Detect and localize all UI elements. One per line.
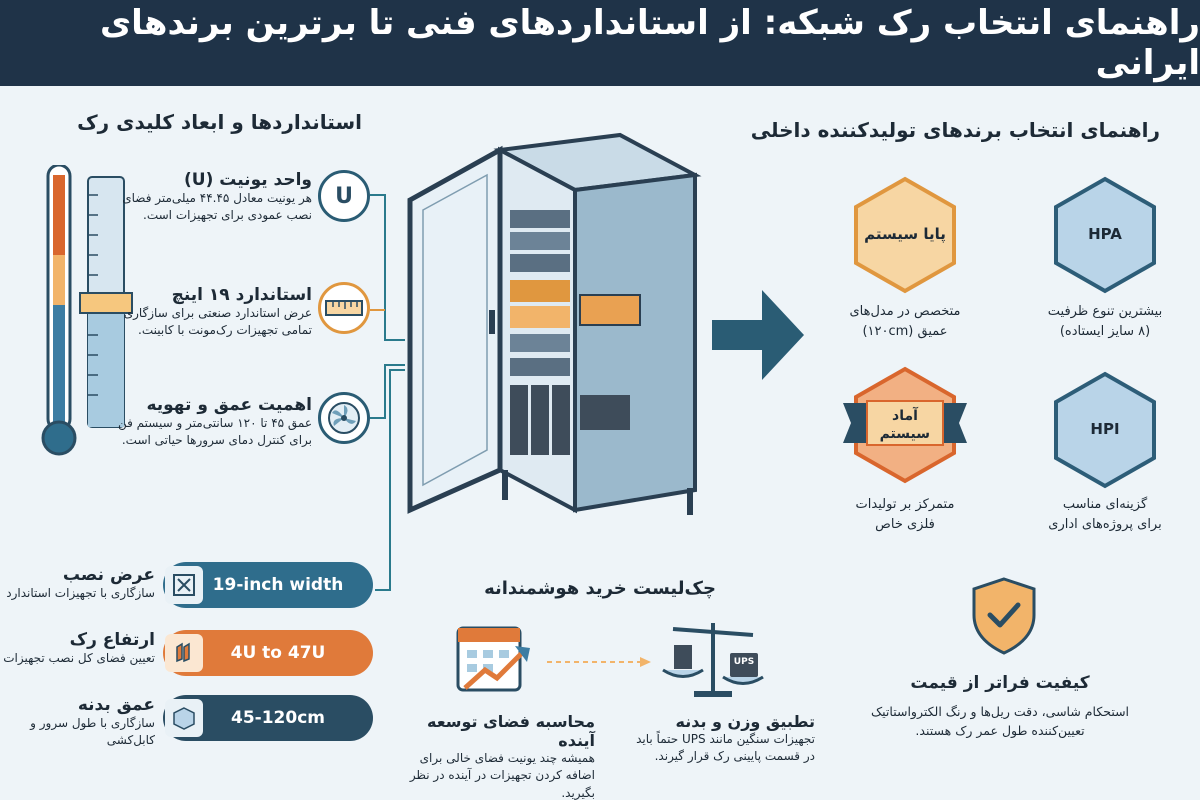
left-item-depth: اهمیت عمق و تهویه عمق ۴۵ تا ۱۲۰ سانتی‌مت… xyxy=(110,395,312,450)
ups-label: UPS xyxy=(733,657,755,667)
spec-title: ارتفاع رک xyxy=(69,630,155,650)
spec-desc-line: تعیین فضای کل نصب تجهیزات xyxy=(3,651,155,665)
shield-check-icon xyxy=(972,577,1036,655)
brand-desc-line: گزینه‌ای مناسب xyxy=(1062,497,1148,512)
spec-value: 19-inch width xyxy=(212,575,344,595)
right-section-title: راهنمای انتخاب برندهای تولیدکننده داخلی xyxy=(750,118,1160,142)
spec-row-width: عرض نصب سازگاری با تجهیزات استاندارد xyxy=(0,565,155,602)
spec-title: عرض نصب xyxy=(62,565,155,585)
brand-name-hpa: HPA xyxy=(1088,225,1122,243)
depth-box-icon xyxy=(165,699,203,737)
brand-desc-line: متمرکز بر تولیدات xyxy=(855,497,955,512)
brand-badge-paya xyxy=(854,176,956,294)
spec-desc-line: سازگاری با طول سرور و xyxy=(30,716,155,730)
brand-desc-line: بیشترین تنوع ظرفیت xyxy=(1047,304,1163,319)
left-item-19inch: استاندارد ۱۹ اینچ عرض استاندارد صنعتی بر… xyxy=(110,285,312,340)
quality-title: کیفیت فراتر از قیمت xyxy=(910,673,1090,693)
u-unit-icon-text: U xyxy=(335,183,353,209)
quality-desc-line: تعیین‌کننده طول عمر رک هستند. xyxy=(915,722,1085,738)
brand-badge-hpi xyxy=(1054,371,1156,489)
checklist-item-desc-line: تجهیزات سنگین مانند UPS حتماً باید xyxy=(636,732,815,746)
item-title: واحد یونیت (U) xyxy=(183,170,312,190)
spec-row-depth: عمق بدنه سازگاری با طول سرور و کابل‌کشی xyxy=(0,695,155,750)
checklist-item-desc-line: همیشه چند یونیت فضای خالی برای xyxy=(419,751,595,765)
item-desc-line: برای کنترل دمای سرورها حیاتی است. xyxy=(121,433,312,448)
item-title: استاندارد ۱۹ اینچ xyxy=(171,285,312,305)
left-section-title: استانداردها و ابعاد کلیدی رک xyxy=(77,110,362,134)
checklist-title: چک‌لیست خرید هوشمندانه xyxy=(484,578,716,599)
brand-desc-line: متخصص در مدل‌های xyxy=(849,304,961,319)
brand-desc-line: عمیق (۱۲۰cm) xyxy=(862,323,948,339)
item-title: اهمیت عمق و تهویه xyxy=(146,395,312,415)
ruler-icon xyxy=(318,282,370,334)
left-connectors xyxy=(370,194,405,591)
checklist-item-weight: تطبیق وزن و بدنه تجهیزات سنگین مانند UPS… xyxy=(610,712,815,766)
spec-value: 45-120cm xyxy=(231,708,325,728)
brand-desc-hpa: بیشترین تنوع ظرفیت (۸ سایز ایستاده) xyxy=(1020,302,1190,341)
u-unit-icon: U xyxy=(318,170,370,222)
checklist-item-desc-line: در قسمت پایینی رک قرار گیرند. xyxy=(654,749,815,764)
spec-title: عمق بدنه xyxy=(77,695,155,715)
calendar-growth-icon xyxy=(456,626,530,692)
checklist-item-title: تطبیق وزن و بدنه xyxy=(675,712,815,731)
brand-name-amad: آماد سیستم xyxy=(879,408,930,443)
brand-badge-amad xyxy=(843,366,967,484)
brand-desc-hpi: گزینه‌ای مناسب برای پروژه‌های اداری xyxy=(1020,495,1190,534)
rack-cabinet-illustration xyxy=(407,132,702,515)
item-desc-line: عرض استاندارد صنعتی برای سازگاری xyxy=(123,306,312,320)
spec-desc-line: کابل‌کشی xyxy=(106,733,155,748)
header-bar: راهنمای انتخاب رک شبکه: از استانداردهای … xyxy=(0,0,1200,86)
brand-desc-paya: متخصص در مدل‌های عمیق (۱۲۰cm) xyxy=(820,302,990,341)
page-title: راهنمای انتخاب رک شبکه: از استانداردهای … xyxy=(99,3,1200,83)
quality-desc: استحکام شاسی، دقت ریل‌ها و رنگ الکترواست… xyxy=(840,703,1160,741)
scale-balance-icon xyxy=(662,623,764,697)
brand-desc-amad: متمرکز بر تولیدات فلزی خاص xyxy=(820,495,990,534)
spec-desc-line: سازگاری با تجهیزات استاندارد xyxy=(6,586,155,600)
spec-row-height: ارتفاع رک تعیین فضای کل نصب تجهیزات xyxy=(0,630,155,667)
width-arrows-icon xyxy=(165,566,203,604)
checklist-dashed-arrow xyxy=(547,657,651,667)
rack-ruler-graphic xyxy=(41,165,133,456)
brand-desc-line: برای پروژه‌های اداری xyxy=(1048,516,1162,532)
checklist-item-future: محاسبه فضای توسعه آینده همیشه چند یونیت … xyxy=(385,712,595,800)
left-item-u-unit: واحد یونیت (U) هر یونیت معادل ۴۴.۴۵ میلی… xyxy=(110,170,312,225)
quality-desc-line: استحکام شاسی، دقت ریل‌ها و رنگ الکترواست… xyxy=(870,704,1130,719)
item-desc-line: هر یونیت معادل ۴۴.۴۵ میلی‌متر فضای xyxy=(122,191,312,205)
height-bars-icon xyxy=(165,634,203,672)
brand-desc-line: فلزی خاص xyxy=(875,516,935,532)
checklist-item-desc-line: اضافه کردن تجهیزات در آینده در نظر بگیری… xyxy=(409,768,595,800)
item-desc-line: تمامی تجهیزات رک‌مونت با کابینت. xyxy=(138,323,312,338)
item-desc-line: نصب عمودی برای تجهیزات است. xyxy=(143,208,312,223)
fan-icon xyxy=(318,392,370,444)
brand-badge-hpa xyxy=(1054,176,1156,294)
brand-desc-line: (۸ سایز ایستاده) xyxy=(1059,323,1151,339)
spec-value: 4U to 47U xyxy=(230,643,326,663)
brand-name-paya: پایا سیستم xyxy=(864,225,946,243)
item-desc-line: عمق ۴۵ تا ۱۲۰ سانتی‌متر و سیستم فن xyxy=(117,416,312,430)
arrow-right-icon xyxy=(712,290,804,380)
checklist-item-title: محاسبه فضای توسعه آینده xyxy=(427,712,595,750)
brand-name-hpi: HPI xyxy=(1090,420,1120,438)
